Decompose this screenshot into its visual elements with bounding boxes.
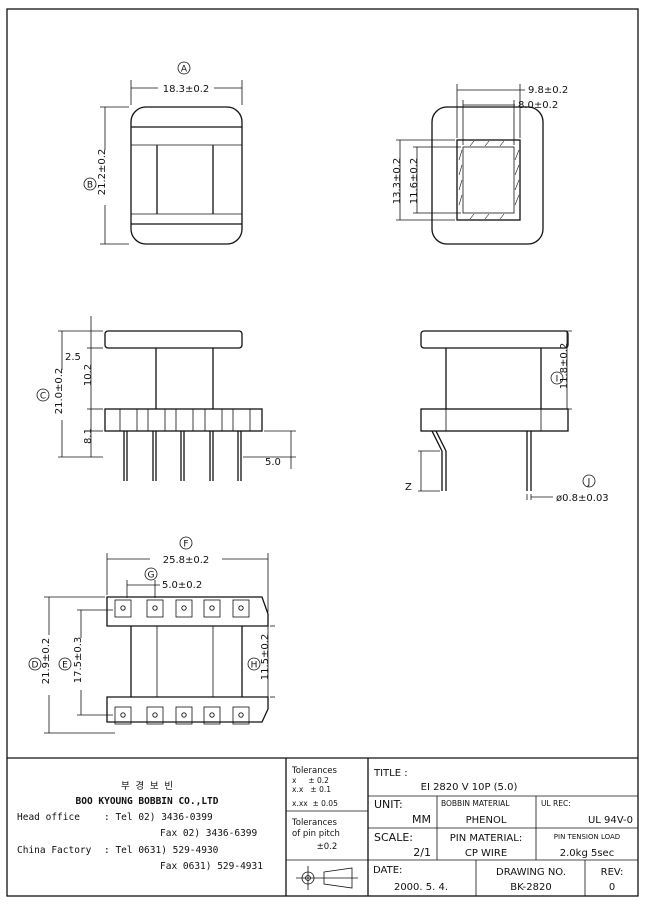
dim-c: 21.0±0.2 bbox=[54, 368, 65, 415]
dim-mid: 10.2 bbox=[83, 364, 94, 386]
date-value: 2000. 5. 4. bbox=[394, 882, 448, 893]
dim-g: 5.0±0.2 bbox=[162, 580, 202, 591]
head-office-tel: : Tel 02) 3436-0399 bbox=[104, 812, 213, 823]
pin-tension-value: 2.0kg 5sec bbox=[560, 848, 614, 859]
dim-f: 25.8±0.2 bbox=[163, 555, 210, 566]
unit-label: UNIT: bbox=[374, 798, 403, 811]
scale-value: 2/1 bbox=[413, 846, 431, 859]
china-factory-tel: : Tel 0631) 529-4930 bbox=[104, 845, 219, 856]
scale-label: SCALE: bbox=[374, 831, 413, 844]
dim-base: 8.1 bbox=[83, 428, 94, 444]
company-name: BOO KYOUNG BOBBIN CO.,LTD bbox=[76, 796, 219, 807]
label-g: G bbox=[148, 571, 155, 581]
dim-inner-h: 11.6±0.2 bbox=[409, 158, 420, 205]
dim-top: 2.5 bbox=[65, 352, 81, 363]
tolerances-title: Tolerances bbox=[291, 766, 338, 776]
unit-value: MM bbox=[412, 813, 431, 826]
title-block: 부 경 보 빈 BOO KYOUNG BOBBIN CO.,LTD Head o… bbox=[17, 758, 638, 896]
label-z: Z bbox=[405, 482, 412, 493]
ul-rec-value: UL 94V-0 bbox=[588, 815, 633, 826]
bobbin-material-label: BOBBIN MATERIAL bbox=[441, 799, 510, 808]
projection-symbol-icon bbox=[296, 866, 358, 890]
dim-outer-w: 9.8±0.2 bbox=[528, 85, 568, 96]
title-label: TITLE : bbox=[373, 768, 408, 779]
label-i: I bbox=[556, 375, 559, 385]
side-view-right: 11.8±0.2 I ø0.8±0.03 J Z bbox=[405, 330, 609, 504]
pin-tension-label: PIN TENSION LOAD bbox=[554, 833, 620, 841]
label-d: D bbox=[32, 661, 39, 671]
label-c: C bbox=[40, 392, 46, 402]
dim-h: 11.5±0.2 bbox=[260, 634, 271, 681]
ul-rec-label: UL REC: bbox=[541, 799, 571, 808]
dim-a: 18.3±0.2 bbox=[163, 84, 210, 95]
label-j: J bbox=[587, 478, 591, 488]
dim-b: 21.2±0.2 bbox=[97, 149, 108, 196]
label-e: E bbox=[62, 661, 68, 671]
pin-material-label: PIN MATERIAL: bbox=[450, 833, 522, 844]
side-view-left: 21.0±0.2 C 2.5 10.2 8.1 5.0 bbox=[36, 316, 296, 481]
dim-inner-w: 8.0±0.2 bbox=[518, 100, 558, 111]
top-view-right: 9.8±0.2 8.0±0.2 13.3±0.2 11.6±0.2 bbox=[392, 84, 568, 245]
tol-x: x ± 0.2 bbox=[292, 776, 329, 785]
company-korean: 부 경 보 빈 bbox=[121, 780, 173, 792]
dim-i: 11.8±0.2 bbox=[559, 343, 570, 390]
bottom-view: 25.8±0.2 F 5.0±0.2 G 21.9±0.2 D 17.5±0.3… bbox=[28, 536, 275, 734]
head-office-fax: Fax 02) 3436-6399 bbox=[160, 828, 258, 839]
dim-j: ø0.8±0.03 bbox=[556, 493, 609, 504]
sheet-border bbox=[6, 8, 639, 897]
rev-value: 0 bbox=[609, 882, 615, 893]
drawing-no-label: DRAWING NO. bbox=[496, 867, 566, 878]
dim-outer-h: 13.3±0.2 bbox=[392, 158, 403, 205]
head-office-label: Head office bbox=[17, 812, 80, 823]
drawing-no-value: BK-2820 bbox=[510, 882, 551, 893]
dim-e: 17.5±0.3 bbox=[73, 637, 84, 684]
china-factory-label: China Factory bbox=[17, 845, 92, 856]
bobbin-material-value: PHENOL bbox=[466, 815, 507, 826]
tol-xx: x.x ± 0.1 bbox=[292, 785, 331, 794]
dim-d: 21.9±0.2 bbox=[41, 638, 52, 685]
label-f: F bbox=[183, 540, 188, 550]
date-label: DATE: bbox=[373, 865, 402, 876]
label-a: A bbox=[181, 65, 188, 75]
pitch-title-1: Tolerances bbox=[291, 818, 338, 828]
pitch-value: ±0.2 bbox=[317, 842, 338, 852]
top-view-left: 18.3±0.2 A 21.2±0.2 B bbox=[83, 61, 243, 245]
label-h: H bbox=[251, 661, 258, 671]
china-factory-fax: Fax 0631) 529-4931 bbox=[160, 861, 263, 872]
rev-label: REV: bbox=[601, 867, 624, 878]
pitch-title-2: of pin pitch bbox=[292, 829, 340, 839]
pin-material-value: CP WIRE bbox=[465, 848, 507, 859]
label-b: B bbox=[87, 181, 93, 191]
tol-xxx: x.xx ± 0.05 bbox=[292, 799, 338, 808]
dim-pin: 5.0 bbox=[265, 457, 281, 468]
title-value: EI 2820 V 10P (5.0) bbox=[421, 782, 518, 793]
